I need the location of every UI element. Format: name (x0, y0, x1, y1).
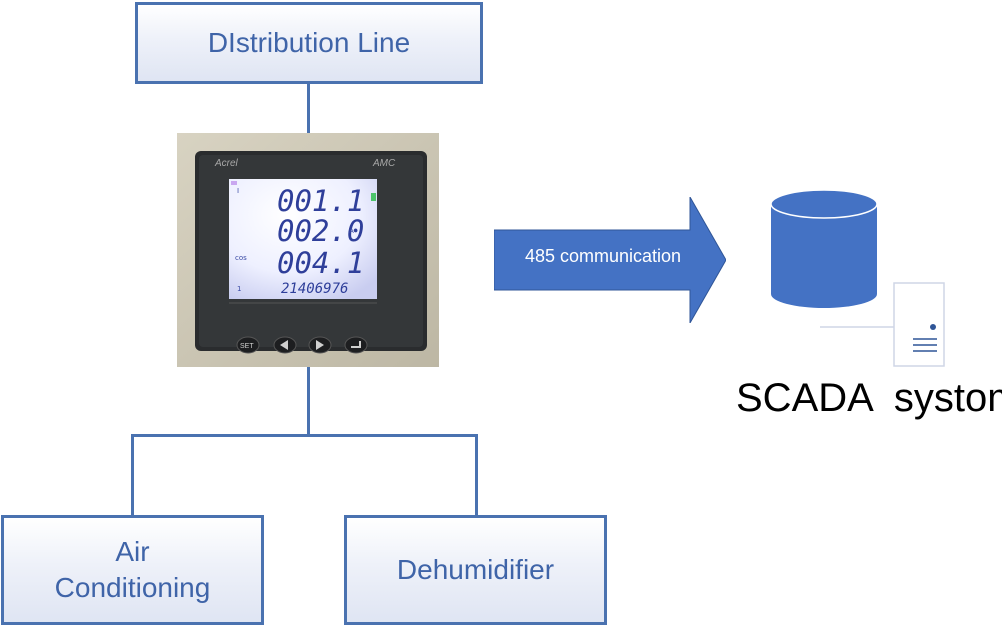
scada-system-label: SCADA systom (736, 376, 1002, 420)
meter-brand: Acrel (214, 158, 239, 169)
communication-label: 485 communication (524, 246, 682, 266)
air-conditioning-label-line2: Conditioning (54, 572, 211, 603)
database-icon (770, 189, 878, 308)
distribution-line-label: DIstribution Line (207, 26, 411, 58)
svg-text:cos: cos (235, 254, 247, 262)
air-conditioning-label-line1: Air (115, 535, 150, 567)
server-icon (820, 282, 945, 367)
connector-line-top (307, 84, 310, 134)
svg-text:1: 1 (237, 285, 241, 293)
meter-reading-3: 004.1 (277, 246, 364, 280)
meter-reading-1: 001.1 (277, 184, 364, 218)
connector-branch-right (475, 434, 478, 516)
connector-branch-left (131, 434, 134, 516)
power-meter-illustration: Acrel AMC 001.1 002.0 004.1 21406976 I A… (177, 133, 439, 367)
svg-text:A: A (349, 227, 354, 235)
dehumidifier-node: Dehumidifier (344, 515, 607, 625)
meter-reading-energy: 21406976 (281, 281, 348, 297)
distribution-line-node: DIstribution Line (135, 2, 483, 84)
meter-model: AMC (372, 158, 396, 169)
dehumidifier-label: Dehumidifier (396, 553, 555, 585)
meter-buttons: SET (236, 336, 368, 354)
power-meter-photo: Acrel AMC 001.1 002.0 004.1 21406976 I A… (177, 133, 439, 367)
svg-text:I: I (237, 187, 239, 195)
communication-arrow (494, 197, 726, 323)
meter-set-button-label: SET (240, 343, 254, 350)
meter-reading-2: 002.0 (277, 214, 364, 248)
connector-branch-bus (131, 434, 477, 437)
connector-line-bottom (307, 366, 310, 436)
air-conditioning-node: Air Conditioning (1, 515, 264, 625)
